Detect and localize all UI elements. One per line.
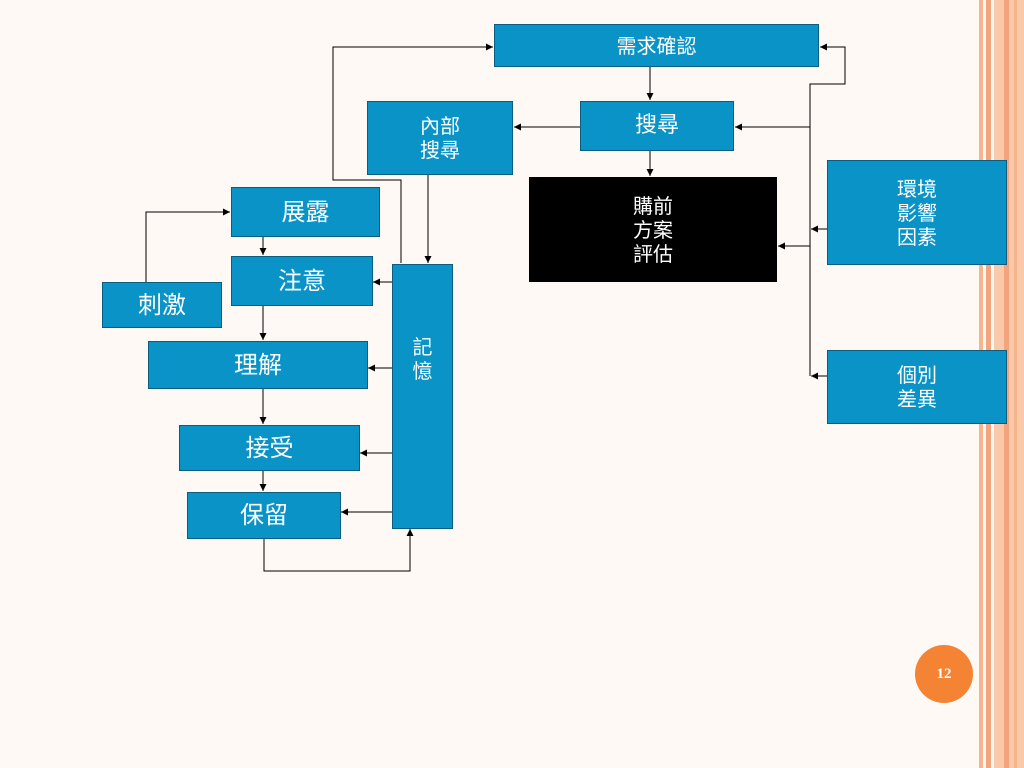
exposure-box: 展露 [231,187,380,237]
arrow-retention-to-memory [263,529,414,572]
arrow-memory-to-need [332,43,493,263]
attention-box: 注意 [231,256,373,306]
pre-purchase-evaluation-label: 購前 方案 評估 [633,193,673,266]
search-label: 搜尋 [634,112,679,138]
retention-box: 保留 [187,492,341,539]
environmental-factors-box: 環境 影響 因素 [827,160,1007,265]
search-box: 搜尋 [580,101,734,151]
exposure-label: 展露 [281,197,330,226]
comprehension-box: 理解 [148,341,368,389]
stimulus-label: 刺激 [138,290,186,319]
attention-label: 注意 [278,266,326,295]
arrow-factors-to-need [809,43,846,127]
page-number-label: 12 [936,665,952,682]
page-number-badge: 12 [915,645,973,703]
retention-label: 保留 [240,501,288,530]
stimulus-box: 刺激 [102,282,222,328]
need-recognition-label: 需求確認 [616,33,697,58]
individual-differences-box: 個別 差異 [827,350,1007,424]
comprehension-label: 理解 [234,350,282,379]
memory-label: 記 憶 [412,335,433,383]
memory-box: 記 憶 [392,264,453,529]
arrow-stimulus-to-exposure [145,208,230,282]
internal-search-box: 內部 搜尋 [367,101,513,175]
need-recognition-box: 需求確認 [494,24,819,67]
internal-search-label: 內部 搜尋 [420,114,460,162]
individual-differences-label: 個別 差異 [897,363,937,411]
pre-purchase-evaluation-box: 購前 方案 評估 [529,177,777,282]
acceptance-box: 接受 [179,425,360,471]
frame-stripe [1014,0,1017,768]
environmental-factors-label: 環境 影響 因素 [897,176,937,249]
acceptance-label: 接受 [245,433,294,462]
